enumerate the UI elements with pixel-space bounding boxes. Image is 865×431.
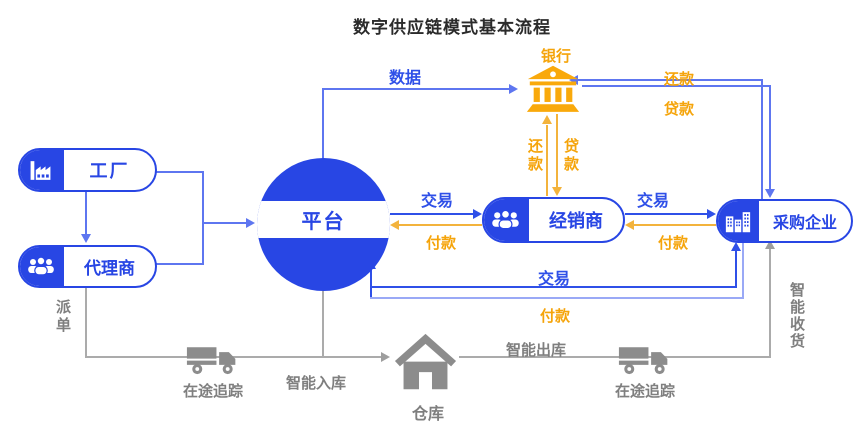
buildings-icon xyxy=(718,201,759,241)
tracking-left-label: 在途追踪 xyxy=(183,382,244,400)
data-label: 数据 xyxy=(389,68,422,87)
truck-icon xyxy=(617,345,674,380)
agent-out-line xyxy=(156,263,204,265)
repay-top-arrowhead xyxy=(569,75,578,85)
house-icon xyxy=(393,332,458,399)
factory-icon xyxy=(20,150,64,190)
repay-top-line-vertical xyxy=(761,79,763,199)
warehouse-label: 仓库 xyxy=(412,404,445,423)
inbound-arrowhead xyxy=(381,352,390,362)
platform-node: 平台 xyxy=(257,158,390,291)
loan-top-arrowhead xyxy=(765,189,775,198)
factory-out-line xyxy=(156,171,204,173)
deal3-arrowhead xyxy=(731,242,741,251)
loan-mid-arrowhead xyxy=(552,187,562,196)
people-icon xyxy=(20,247,64,286)
pay3-label: 付款 xyxy=(540,307,571,325)
diagram-title: 数字供应链模式基本流程 xyxy=(353,18,551,38)
truck-icon xyxy=(185,345,242,380)
to-platform-line xyxy=(202,222,248,224)
deal1-label: 交易 xyxy=(421,191,454,210)
pay2-label: 付款 xyxy=(658,234,689,252)
people-icon xyxy=(484,199,529,241)
distributor-label: 经销商 xyxy=(549,211,603,232)
pay2-arrowhead xyxy=(625,220,634,230)
inbound-label: 智能入库 xyxy=(286,374,347,392)
pay2-line xyxy=(634,224,716,226)
to-platform-arrowhead xyxy=(246,218,255,228)
bank-label: 银行 xyxy=(541,47,572,65)
outbound-line xyxy=(459,356,771,358)
agent-label: 代理商 xyxy=(84,259,135,279)
repay-top-line xyxy=(578,79,763,81)
pay1-arrowhead xyxy=(390,220,399,230)
deal3-line-vertical-right xyxy=(735,250,737,288)
deal1-line xyxy=(390,213,474,215)
deal1-arrowhead xyxy=(473,209,482,219)
outbound-label: 智能出库 xyxy=(506,341,567,359)
deal3-line xyxy=(370,286,737,288)
agent-node: 代理商 xyxy=(18,245,157,288)
loan-top-line-vertical xyxy=(769,85,771,190)
pay3-line xyxy=(370,297,744,299)
repay-mid-label: 还款 xyxy=(526,138,544,174)
tracking-right-label: 在途追踪 xyxy=(615,382,676,400)
buyer-node: 采购企业 xyxy=(716,199,853,243)
dispatch-line xyxy=(85,288,87,357)
receiving-label: 智能收货 xyxy=(788,282,806,350)
loan-top-line xyxy=(582,85,771,87)
bracket-line xyxy=(202,171,204,265)
factory-node: 工厂 xyxy=(18,148,157,192)
data-line-vertical xyxy=(322,89,324,159)
deal3-line-vertical-left xyxy=(370,269,372,299)
deal2-label: 交易 xyxy=(637,191,670,210)
loan-mid-label: 贷款 xyxy=(562,138,580,174)
factory-label: 工厂 xyxy=(89,161,130,182)
data-arrowhead xyxy=(509,84,518,94)
pay3-line-vertical xyxy=(742,243,744,299)
deal2-line xyxy=(625,213,708,215)
factory-agent-arrowhead xyxy=(81,234,91,243)
bank-icon xyxy=(524,64,582,118)
deal3-label: 交易 xyxy=(538,269,571,288)
data-line xyxy=(322,88,510,90)
platform-warehouse-line xyxy=(322,291,324,357)
receiving-line xyxy=(769,247,771,357)
buyer-label: 采购企业 xyxy=(772,213,837,232)
loan-top-label: 贷款 xyxy=(664,100,695,118)
loan-mid-line xyxy=(556,114,558,188)
factory-agent-line xyxy=(85,192,87,236)
dispatch-label: 派单 xyxy=(54,299,72,335)
deal2-arrowhead xyxy=(707,209,716,219)
repay-mid-arrowhead xyxy=(542,115,552,124)
repay-mid-line xyxy=(546,125,548,196)
platform-label: 平台 xyxy=(301,209,346,233)
pay1-line xyxy=(399,224,482,226)
pay1-label: 付款 xyxy=(426,234,457,252)
repay-top-label: 还款 xyxy=(664,70,695,88)
distributor-node: 经销商 xyxy=(482,197,625,243)
receiving-arrowhead xyxy=(765,240,775,249)
